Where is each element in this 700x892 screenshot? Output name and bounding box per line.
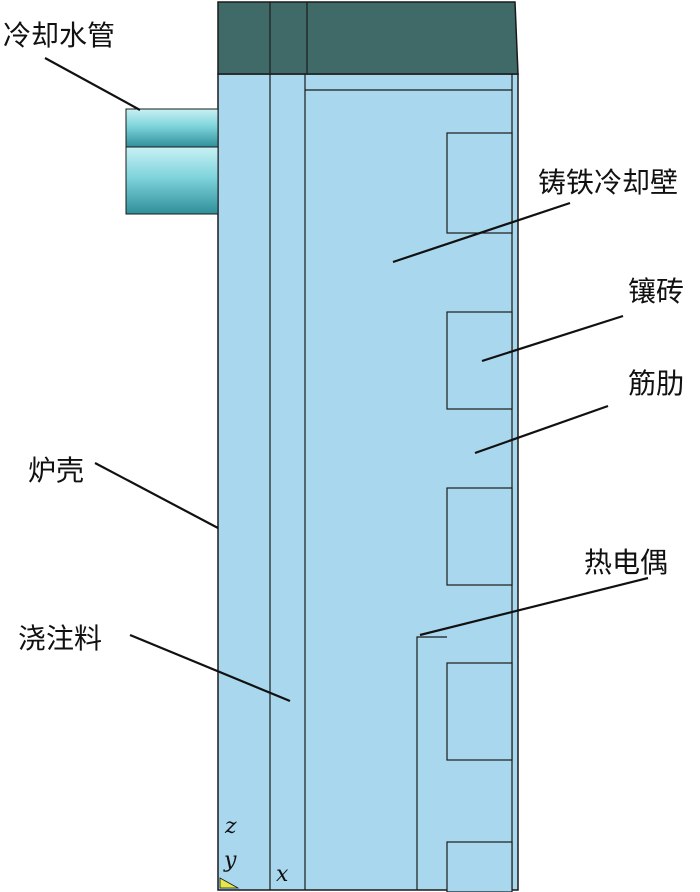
label-thermocouple: 热电偶	[584, 546, 668, 579]
axis-z-label: z	[224, 814, 237, 839]
label-cast-iron-stave: 铸铁冷却壁	[538, 166, 678, 199]
label-furnace-shell: 炉壳	[28, 454, 84, 487]
leader-cooling-pipe	[44, 57, 141, 111]
inlaid-brick-1	[446, 132, 513, 234]
leader-castable	[129, 633, 291, 703]
axis-origin-marker	[219, 877, 240, 889]
leader-inlaid-brick	[481, 314, 624, 363]
label-cooling-pipe: 冷却水管	[3, 19, 115, 52]
leader-thermocouple	[419, 576, 649, 637]
leader-rib	[474, 404, 609, 455]
axis-x-label: x	[276, 862, 289, 887]
label-castable: 浇注料	[18, 622, 102, 655]
thermocouple-path	[416, 636, 447, 890]
axis-y-label: y	[223, 848, 237, 873]
top-cap	[217, 1, 519, 75]
label-inlaid-brick: 镶砖	[628, 275, 684, 308]
inlaid-brick-5	[446, 841, 513, 892]
inlaid-brick-4	[446, 662, 513, 761]
inlaid-brick-3	[446, 487, 513, 586]
label-rib: 筋肋	[628, 367, 684, 400]
cooling-pipe-lower	[125, 146, 219, 215]
inlaid-brick-2	[446, 311, 513, 410]
leader-furnace-shell	[94, 462, 219, 529]
leader-cast-iron-stave	[392, 201, 571, 264]
cooling-pipe-upper	[125, 108, 219, 148]
